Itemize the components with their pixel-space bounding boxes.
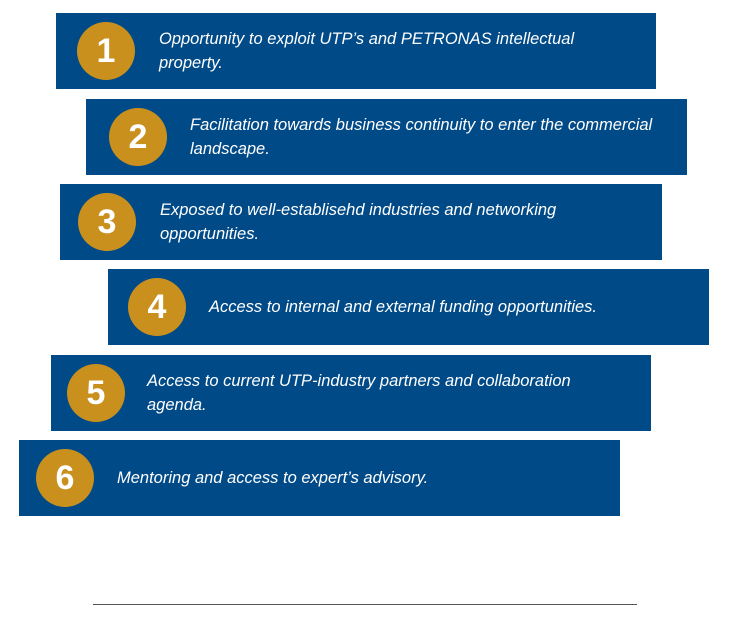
benefit-text: Opportunity to exploit UTP’s and PETRONA… bbox=[159, 30, 575, 72]
benefit-item-6: 6 Mentoring and access to expert’s advis… bbox=[19, 440, 620, 516]
benefit-text: Access to internal and external funding … bbox=[209, 298, 597, 316]
number-badge: 2 bbox=[109, 108, 167, 166]
benefit-item-4: 4 Access to internal and external fundin… bbox=[108, 269, 709, 345]
benefit-text: Exposed to well-establisehd industries a… bbox=[160, 201, 557, 243]
benefit-item-3: 3 Exposed to well-establisehd industries… bbox=[60, 184, 662, 260]
number-badge: 5 bbox=[67, 364, 125, 422]
benefit-item-1: 1 Opportunity to exploit UTP’s and PETRO… bbox=[56, 13, 656, 89]
number-badge: 6 bbox=[36, 449, 94, 507]
number-badge: 1 bbox=[77, 22, 135, 80]
divider-line bbox=[93, 604, 637, 605]
benefit-text: Access to current UTP-industry partners … bbox=[147, 372, 571, 414]
benefit-item-5: 5 Access to current UTP-industry partner… bbox=[51, 355, 651, 431]
number-badge: 3 bbox=[78, 193, 136, 251]
benefit-item-2: 2 Facilitation towards business continui… bbox=[86, 99, 687, 175]
benefit-text: Facilitation towards business continuity… bbox=[190, 116, 653, 158]
benefit-text: Mentoring and access to expert’s advisor… bbox=[117, 469, 429, 487]
number-badge: 4 bbox=[128, 278, 186, 336]
